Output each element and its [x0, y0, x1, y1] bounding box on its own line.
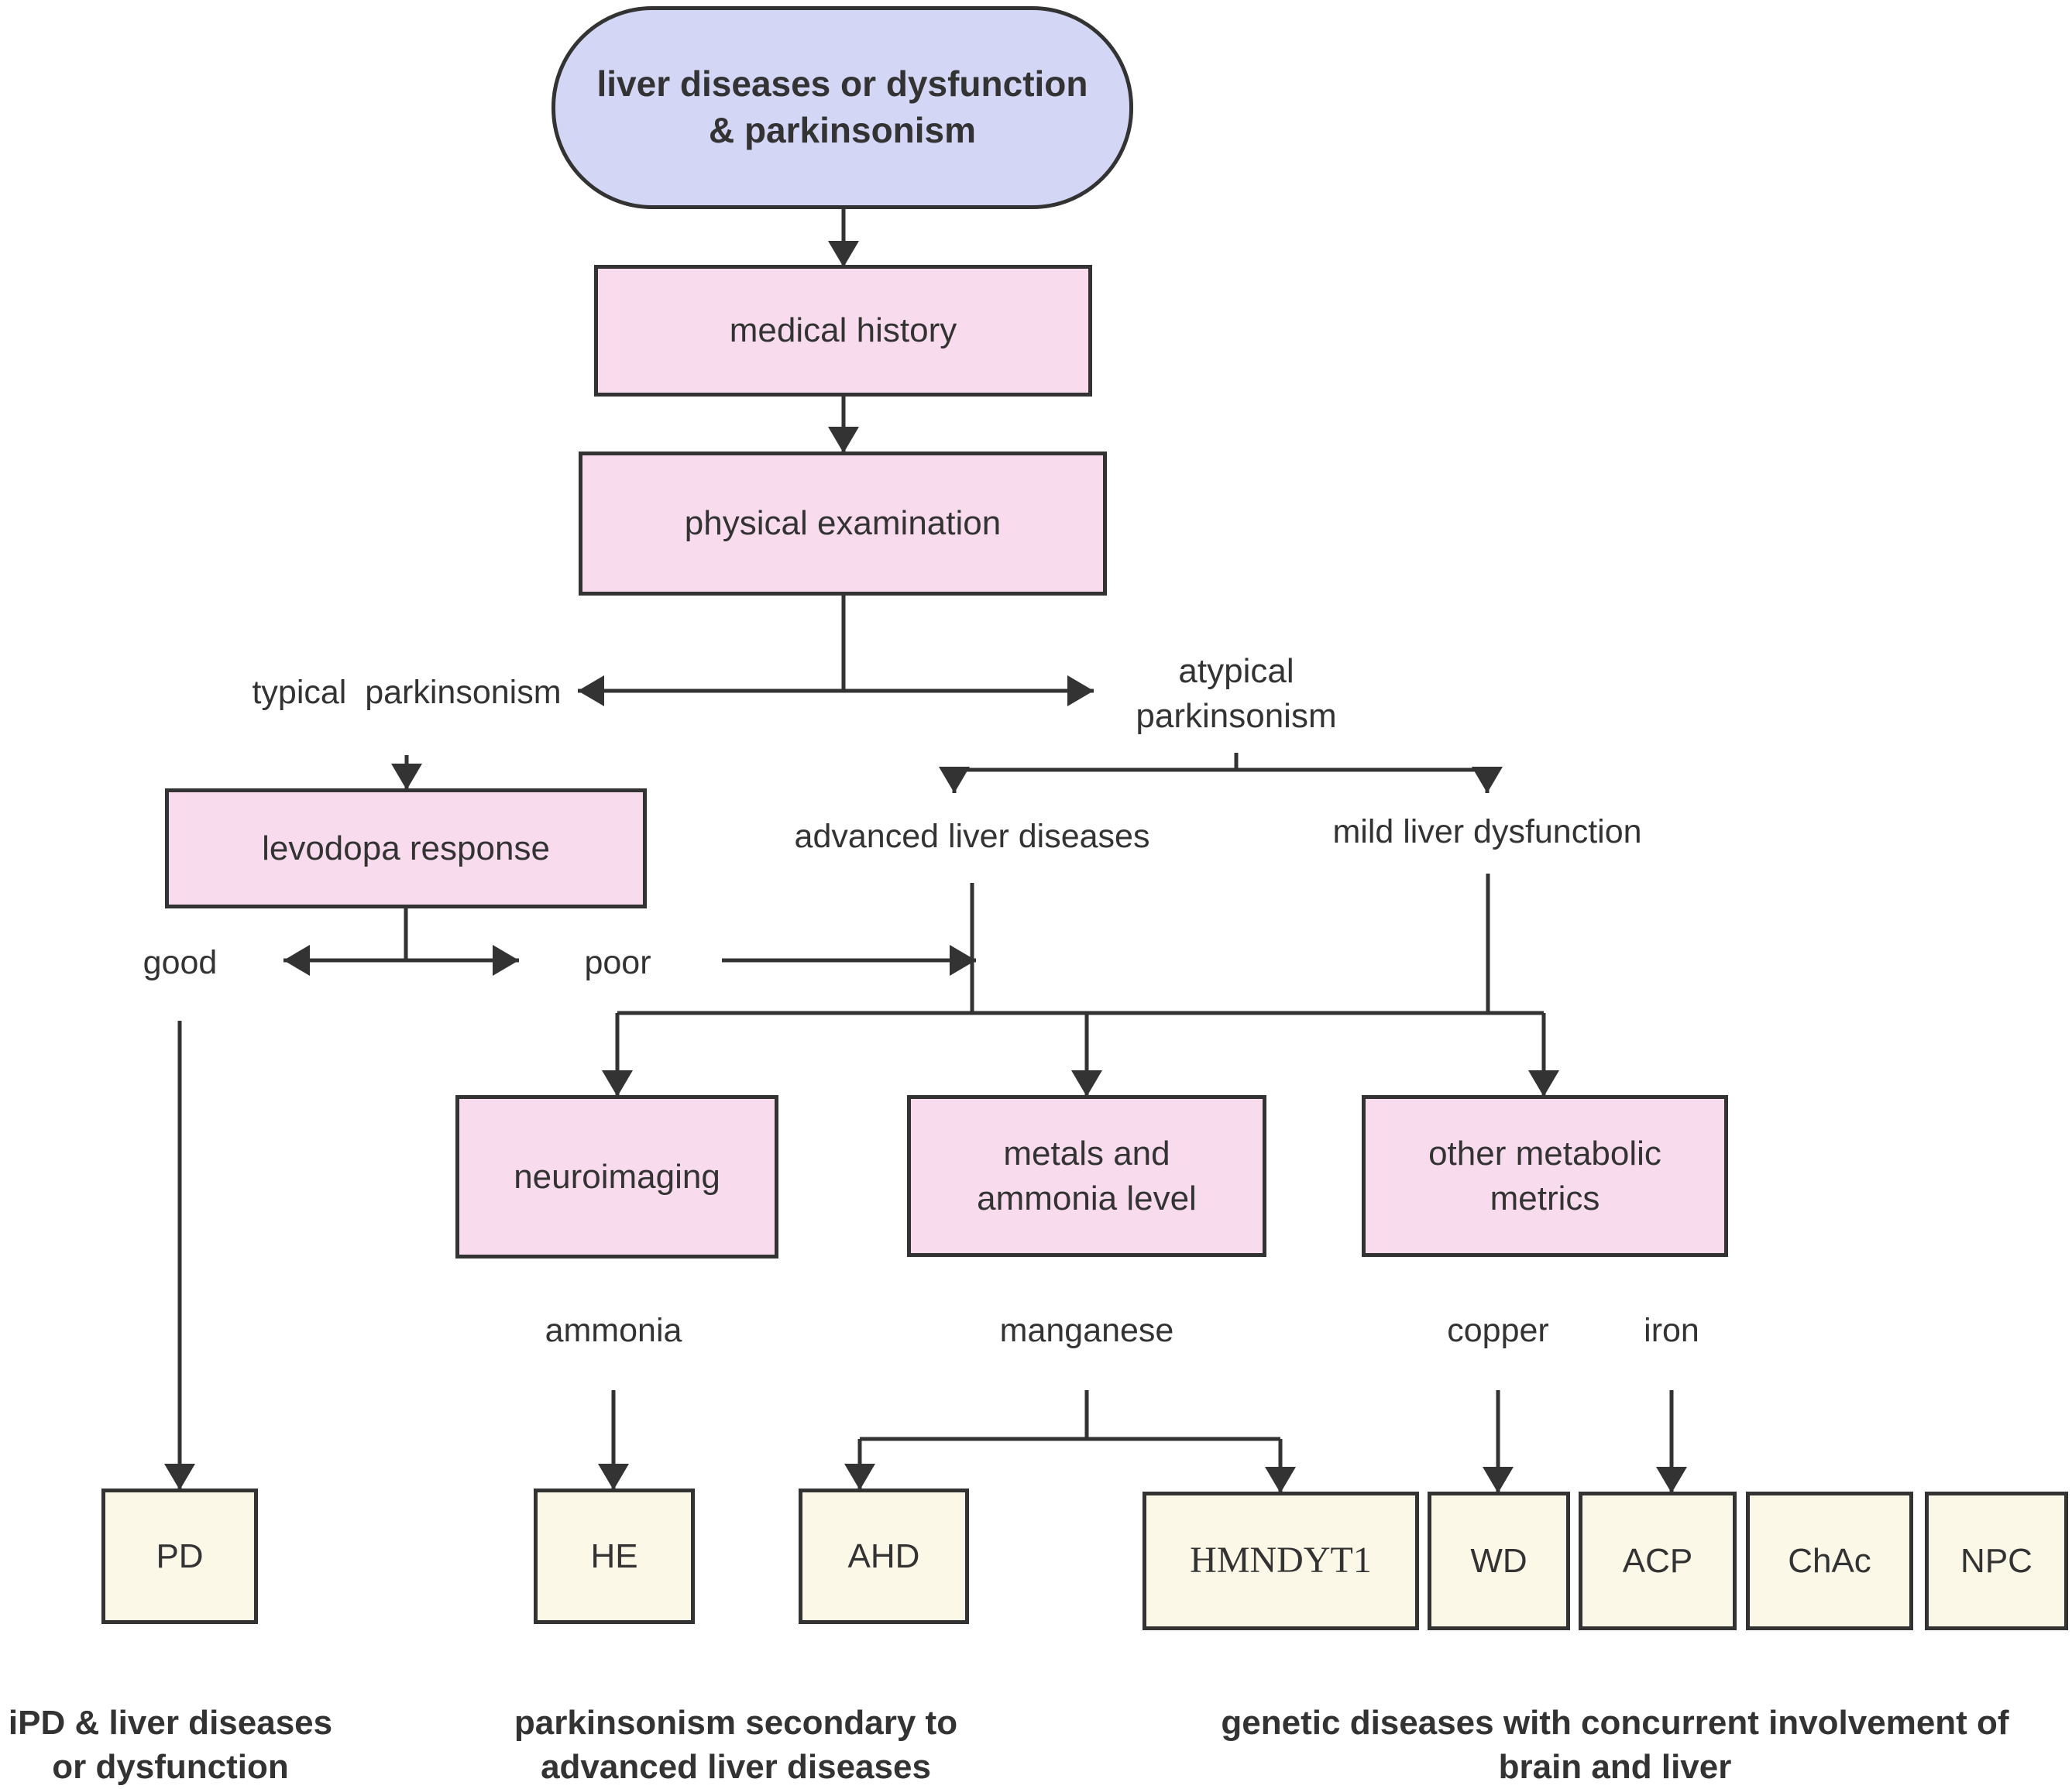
category-ipd: iPD & liver diseases or dysfunction [8, 1704, 333, 1787]
category-genetic: genetic diseases with concurrent involve… [1221, 1704, 2009, 1787]
npc-node: NPC [1925, 1492, 2068, 1630]
copper-label: copper [1447, 1312, 1549, 1349]
neuroimaging-node: neuroimaging [455, 1095, 778, 1258]
iron-label: iron [1644, 1312, 1699, 1349]
levodopa-response-label: levodopa response [262, 829, 550, 867]
he-label: HE [590, 1537, 638, 1575]
ahd-node: AHD [799, 1489, 969, 1624]
npc-label: NPC [1960, 1541, 2032, 1580]
acp-label: ACP [1622, 1541, 1693, 1580]
chac-node: ChAc [1746, 1492, 1913, 1630]
pd-label: PD [156, 1537, 204, 1575]
ahd-label: AHD [847, 1537, 920, 1575]
physical-examination-node: physical examination [579, 452, 1107, 596]
manganese-label: manganese [999, 1312, 1174, 1349]
chac-label: ChAc [1788, 1541, 1871, 1580]
hmndyt1-node: HMNDYT1 [1143, 1492, 1419, 1630]
mild-liver-dysfunction-label: mild liver dysfunction [1332, 813, 1642, 850]
category-secondary: parkinsonism secondary to advanced liver… [514, 1704, 958, 1787]
levodopa-response-node: levodopa response [165, 788, 647, 908]
physical-examination-label: physical examination [684, 504, 1002, 543]
other-metabolic-node: other metabolic metrics [1362, 1095, 1728, 1257]
other-metabolic-label: other metabolic metrics [1428, 1135, 1661, 1217]
typical-parkinsonism-label: typical parkinsonism [252, 674, 562, 711]
wd-label: WD [1470, 1541, 1527, 1580]
neuroimaging-label: neuroimaging [514, 1157, 720, 1196]
good-label: good [143, 944, 218, 981]
wd-node: WD [1428, 1492, 1570, 1630]
pd-node: PD [101, 1489, 258, 1624]
advanced-liver-diseases-label: advanced liver diseases [794, 818, 1150, 855]
start-node: liver diseases or dysfunction & parkinso… [552, 6, 1133, 209]
medical-history-label: medical history [729, 311, 957, 350]
poor-label: poor [584, 944, 651, 981]
medical-history-node: medical history [594, 265, 1092, 397]
atypical-parkinsonism-label: atypical parkinsonism [1136, 652, 1337, 736]
ammonia-label: ammonia [545, 1312, 682, 1349]
acp-node: ACP [1579, 1492, 1737, 1630]
he-node: HE [534, 1489, 695, 1624]
metals-ammonia-label: metals and ammonia level [977, 1135, 1197, 1217]
start-node-label: liver diseases or dysfunction & parkinso… [596, 64, 1088, 150]
hmndyt1-label: HMNDYT1 [1190, 1540, 1372, 1581]
metals-ammonia-node: metals and ammonia level [907, 1095, 1266, 1257]
